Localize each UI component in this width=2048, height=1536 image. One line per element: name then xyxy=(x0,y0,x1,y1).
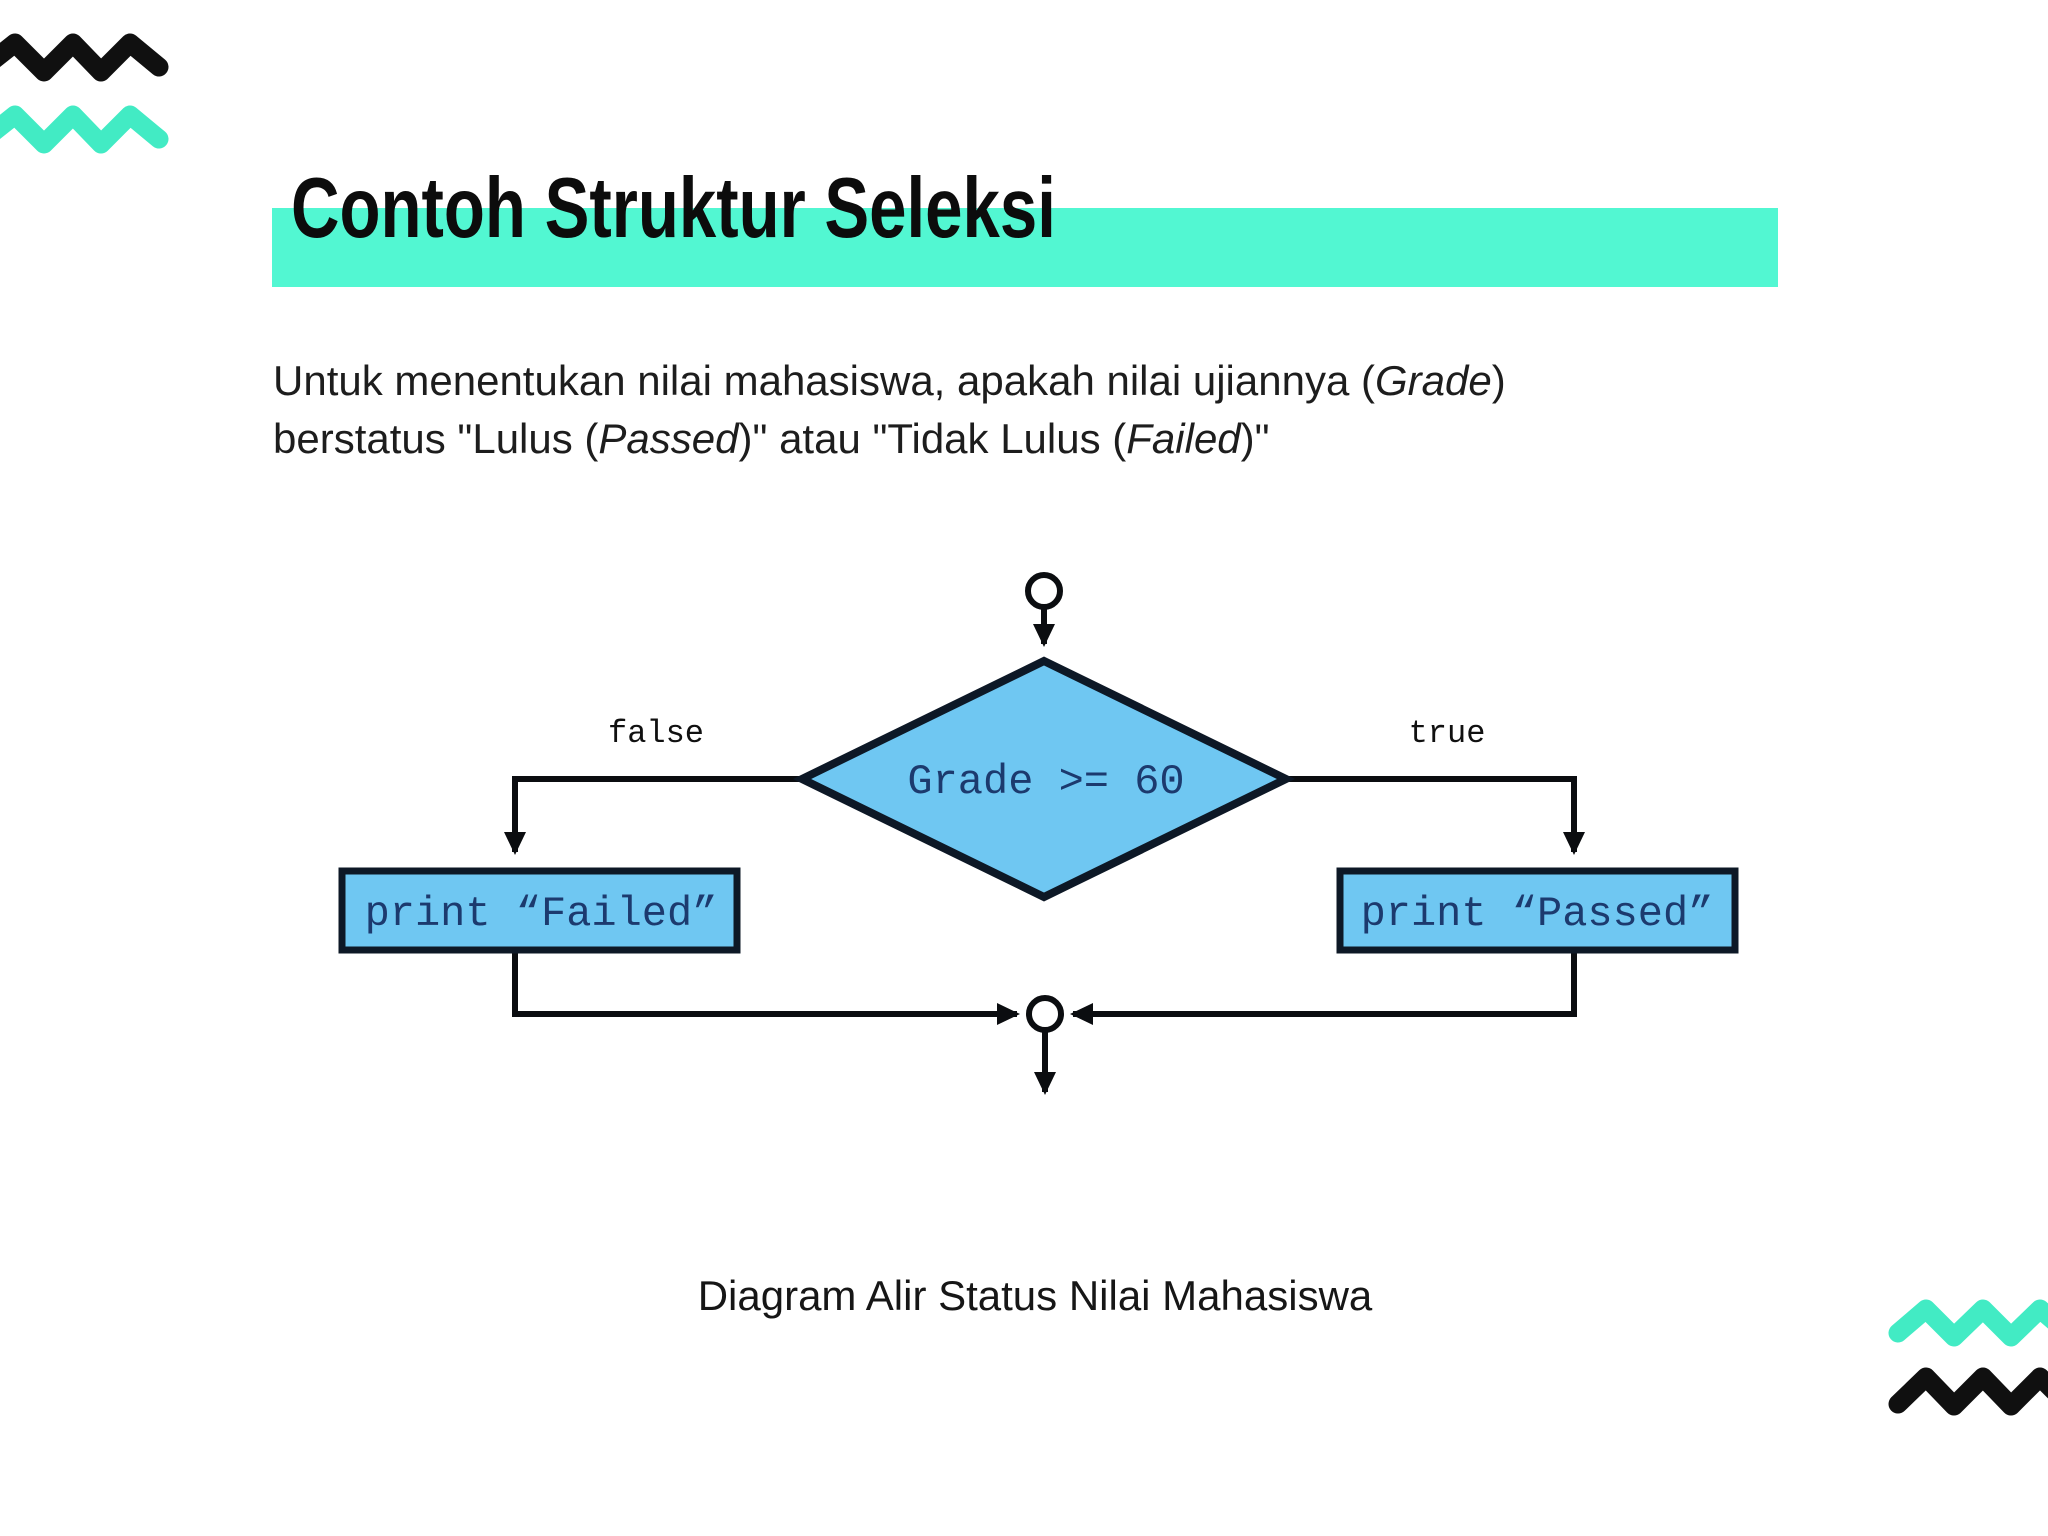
zigzag-decoration-bottom-right xyxy=(1888,1299,2048,1416)
failed-process-label: print “Failed” xyxy=(365,890,718,938)
black-zigzag-icon xyxy=(0,33,169,82)
arrow-true-branch xyxy=(1286,776,1585,855)
black-zigzag-icon xyxy=(1888,1367,2048,1416)
title-highlight-bar xyxy=(272,208,1778,287)
zigzag-decoration-top-left xyxy=(0,33,169,154)
flowchart-diagram: Grade >= 60 false true print “Failed” pr… xyxy=(338,572,1739,1095)
passed-process-box xyxy=(1336,867,1739,954)
arrow-failed-to-join xyxy=(512,950,1020,1025)
body-paragraph: Untuk menentukan nilai mahasiswa, apakah… xyxy=(273,352,1693,468)
arrow-passed-to-join xyxy=(1070,950,1577,1025)
decision-diamond xyxy=(792,656,1296,902)
false-branch-label: false xyxy=(608,715,704,752)
decision-node: Grade >= 60 xyxy=(792,656,1296,902)
diagram-caption: Diagram Alir Status Nilai Mahasiswa xyxy=(697,1272,1373,1319)
body-line2: berstatus "Lulus (Passed)" atau "Tidak L… xyxy=(273,415,1270,462)
teal-zigzag-icon xyxy=(1888,1299,2048,1347)
decision-label: Grade >= 60 xyxy=(907,758,1184,806)
true-branch-label: true xyxy=(1409,715,1486,752)
arrow-false-branch xyxy=(504,776,802,855)
passed-process-label: print “Passed” xyxy=(1361,890,1714,938)
body-line1: Untuk menentukan nilai mahasiswa, apakah… xyxy=(273,357,1506,404)
failed-process-box xyxy=(338,867,741,954)
start-connector-circle xyxy=(1025,572,1063,610)
passed-process-node: print “Passed” xyxy=(1336,867,1739,954)
join-connector-circle xyxy=(1026,995,1064,1033)
page-title: Contoh Struktur Seleksi xyxy=(291,161,1056,256)
teal-zigzag-icon xyxy=(0,105,169,154)
failed-process-node: print “Failed” xyxy=(338,867,741,954)
